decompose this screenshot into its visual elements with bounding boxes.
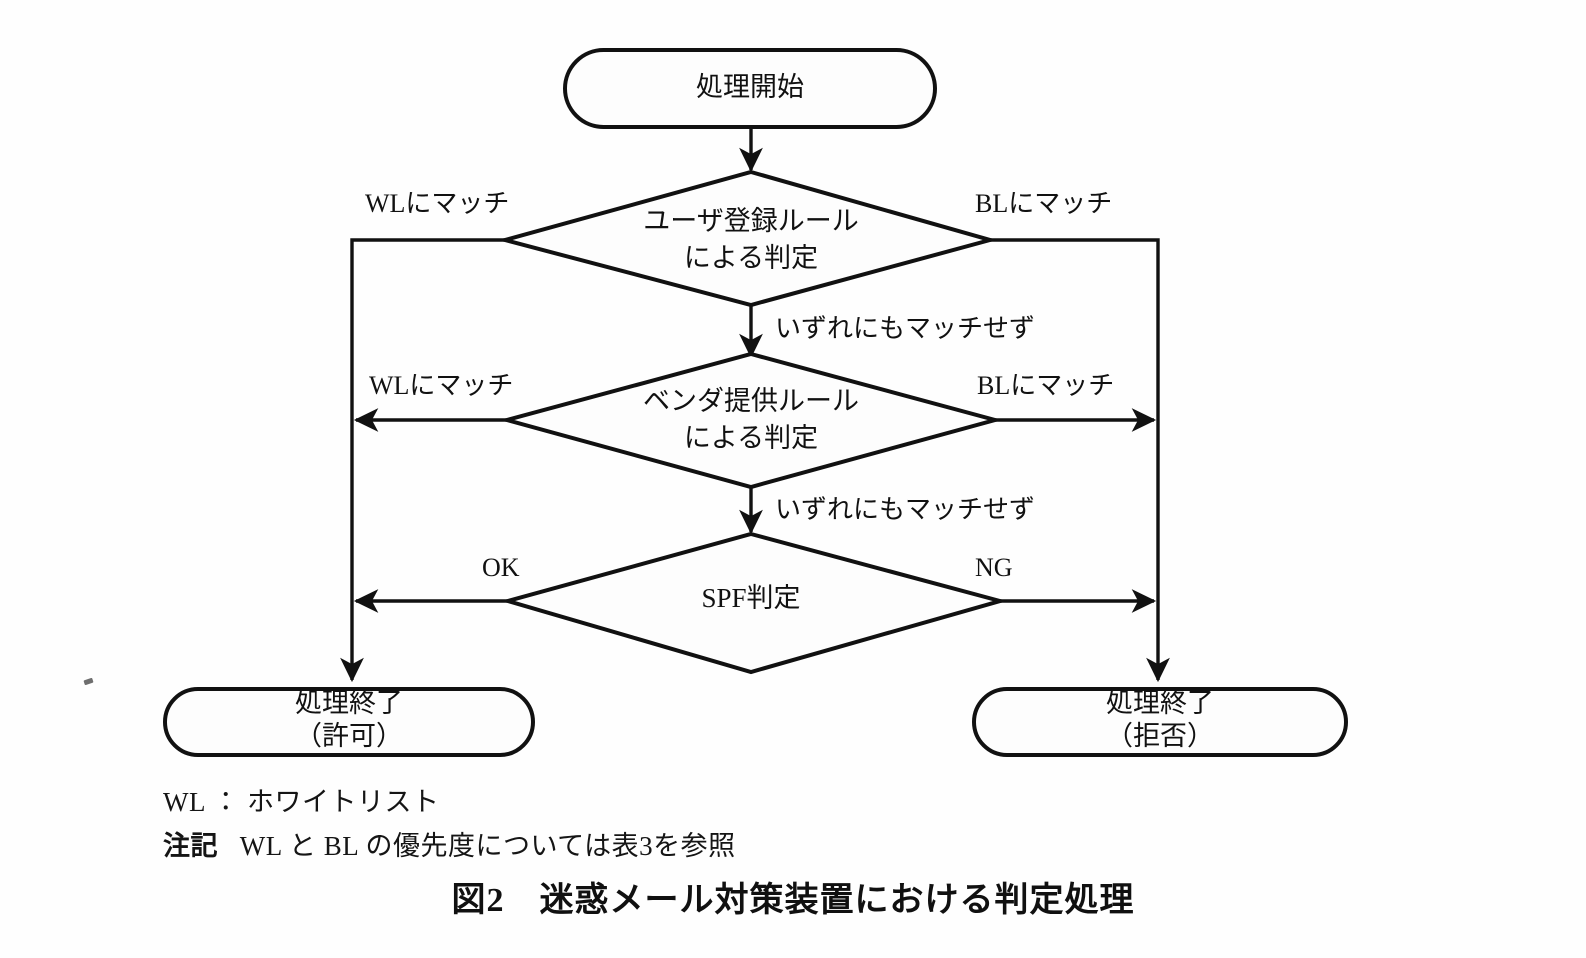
edge-user-rule-right-branch: [990, 238, 1170, 683]
edge-label-spf-ng: NG: [975, 553, 1013, 582]
edge-label-user-rule-down: いずれにもマッチせず: [775, 314, 1035, 343]
node-end-deny[interactable]: 処理終了 （拒否）: [972, 687, 1348, 757]
legend-note-text: WL と BL の優先度については表3を参照: [239, 831, 736, 861]
edge-label-vendor-rule-left: WLにマッチ: [369, 371, 513, 400]
node-vendor-rule-label-line1: ベンダ提供ルール: [643, 386, 859, 416]
node-decision-spf[interactable]: SPF判定: [500, 531, 1008, 675]
node-start[interactable]: 処理開始: [563, 48, 937, 129]
node-decision-vendor-rule[interactable]: ベンダ提供ルール による判定: [499, 351, 1003, 490]
edge-label-vendor-rule-down: いずれにもマッチせず: [775, 495, 1035, 524]
figure-caption: 図2 迷惑メール対策装置における判定処理: [451, 882, 1135, 919]
edge-user-rule-left-branch: [340, 238, 505, 683]
edge-label-user-rule-left: WLにマッチ: [365, 189, 509, 218]
node-user-rule-label-line1: ユーザ登録ルール: [643, 206, 858, 236]
edge-label-user-rule-right: BLにマッチ: [975, 189, 1112, 218]
node-user-rule-label-line2: による判定: [684, 243, 818, 273]
node-vendor-rule-label-line2: による判定: [684, 423, 818, 453]
node-end-deny-label-line2: （拒否）: [1106, 721, 1214, 751]
edge-label-vendor-rule-right: BLにマッチ: [977, 371, 1114, 400]
node-end-deny-label-line1: 処理終了: [1106, 688, 1214, 718]
node-spf-label: SPF判定: [701, 583, 800, 613]
node-end-allow-label-line1: 処理終了: [295, 688, 403, 718]
node-end-allow-label-line2: （許可）: [295, 721, 403, 751]
legend-note: 注記 WL と BL の優先度については表3を参照: [163, 824, 736, 863]
node-start-label: 処理開始: [696, 72, 804, 102]
legend-abbreviation: WL ： ホワイトリスト: [163, 787, 440, 817]
node-decision-user-rule[interactable]: ユーザ登録ルール による判定: [497, 169, 998, 308]
node-end-allow[interactable]: 処理終了 （許可）: [163, 687, 535, 757]
legend-note-label: 注記: [163, 831, 218, 861]
edge-label-spf-ok: OK: [482, 553, 520, 582]
